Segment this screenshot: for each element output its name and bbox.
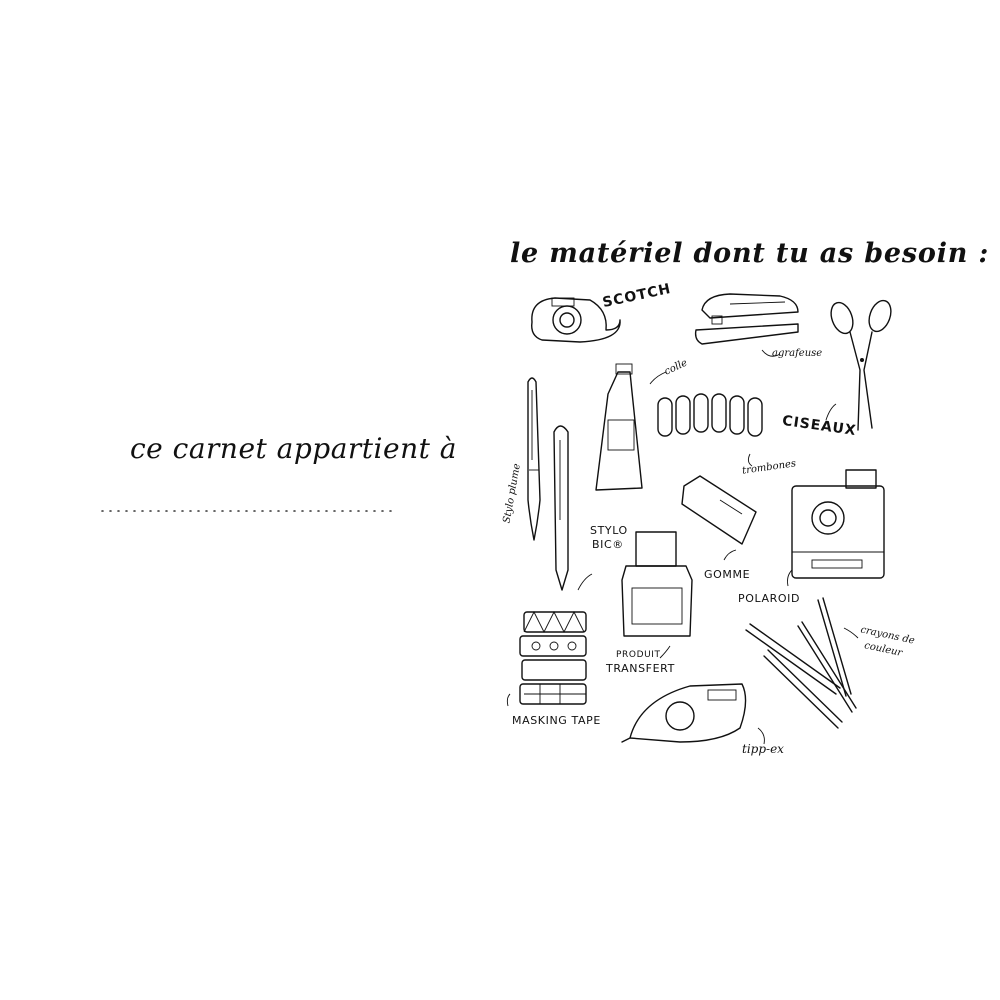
right-page: le matériel dont tu as besoin : [480, 0, 1000, 1000]
label-produit-line1: PRODUIT [616, 650, 661, 660]
label-tipp-ex: tipp-ex [742, 742, 784, 756]
paper-clips-icon [657, 393, 763, 437]
bic-pen-icon [553, 425, 569, 591]
eraser-icon [681, 475, 757, 545]
tape-dispenser-icon [531, 297, 621, 343]
annotation-arrows [506, 349, 859, 745]
label-gomme: GOMME [704, 568, 751, 581]
owner-dotted-line [101, 510, 399, 512]
owner-label: ce carnet appartient à [130, 432, 457, 465]
masking-tape-icon [519, 610, 587, 705]
colored-pencils-icon [745, 597, 857, 729]
label-agrafeuse: agrafeuse [772, 348, 823, 359]
scissors-icon [830, 299, 892, 431]
left-page: ce carnet appartient à [0, 0, 480, 1000]
label-stylo-bic-line1: STYLO [590, 524, 628, 537]
materials-title: le matériel dont tu as besoin : [510, 238, 990, 269]
label-produit-line2: TRANSFERT [606, 662, 675, 675]
label-masking-tape: MASKING TAPE [512, 714, 601, 727]
fountain-pen-icon [527, 377, 541, 541]
label-stylo-bic-line2: BIC® [592, 538, 624, 551]
materials-illustrations [506, 293, 892, 745]
label-polaroid: POLAROID [738, 592, 801, 605]
correction-tape-icon [621, 683, 747, 743]
ink-bottle-icon [621, 531, 693, 637]
glue-tube-icon [595, 363, 643, 491]
polaroid-camera-icon [791, 469, 885, 579]
stapler-icon [694, 293, 799, 345]
